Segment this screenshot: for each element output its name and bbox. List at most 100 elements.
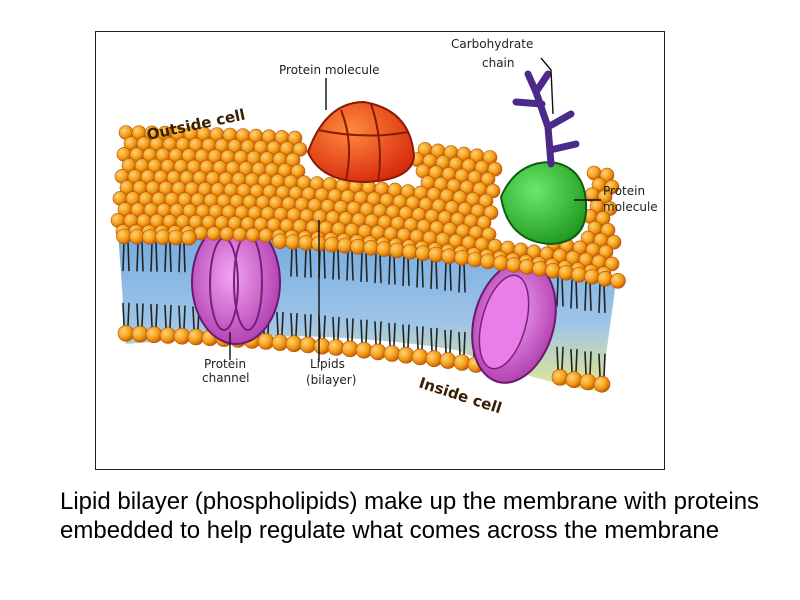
lipid-head (292, 142, 308, 157)
lipid-tail (449, 329, 452, 354)
lipid-tail (155, 242, 158, 272)
lipid-tail (365, 252, 368, 282)
lipid-tail (122, 302, 125, 327)
lipid-head (285, 335, 303, 353)
lipid-tail (379, 253, 382, 284)
lipid-head (389, 242, 405, 259)
lipid-tail (407, 256, 410, 287)
lipid-head (454, 250, 470, 266)
lipid-tail (365, 319, 368, 344)
lipid-tail (430, 259, 433, 290)
carbohydrate-chain (512, 70, 580, 168)
lipid-tail (164, 304, 167, 329)
lipid-tail (136, 241, 139, 272)
lipid-head (290, 164, 306, 179)
lipid-tail (407, 324, 410, 349)
lipid-tail (393, 255, 396, 285)
lipid-head (551, 369, 569, 386)
lipid-head (604, 256, 620, 272)
lipid-head (397, 346, 415, 364)
lipid-tail (276, 311, 279, 336)
lipid-tail (444, 261, 447, 291)
protein-molecule-right (499, 160, 588, 246)
lipid-head (545, 262, 561, 279)
lipid-tail (178, 305, 181, 330)
lipid-tail (458, 263, 461, 293)
lipid-tail (122, 241, 125, 272)
lipid-tail (556, 346, 559, 371)
lipid-tail (183, 242, 186, 273)
lipid-tail (281, 311, 284, 336)
lipid-tail (416, 258, 419, 288)
lipid-head (493, 255, 509, 271)
lipid-head (441, 248, 457, 264)
label-lipids-line2: (bilayer) (306, 373, 356, 387)
lipid-head (337, 237, 353, 254)
lipid-tail (337, 250, 340, 280)
lipid-head (341, 340, 359, 358)
lipid-tail (379, 321, 382, 345)
lipid-tail (603, 283, 606, 314)
lipid-tail (360, 319, 363, 344)
lipid-head (402, 243, 418, 260)
lipid-tail (141, 303, 144, 327)
lipid-head (257, 333, 275, 350)
lipid-head (480, 253, 496, 270)
lipid-tail (183, 305, 186, 330)
lipid-head (425, 350, 443, 368)
label-protein-molecule-right-line2: molecule (603, 200, 658, 214)
lipid-tail (192, 306, 195, 330)
lipid-tail (164, 242, 167, 272)
lipid-head (369, 343, 387, 361)
lipid-tail (561, 277, 564, 307)
lipid-head (428, 246, 444, 263)
lipid-tail (570, 279, 573, 309)
lipid-tail (402, 324, 405, 349)
lipid-tail (374, 253, 377, 284)
lipid-tail (141, 241, 144, 272)
lipid-head (173, 327, 191, 345)
protein-channel (191, 219, 281, 345)
protein-molecule-lower (471, 260, 557, 384)
lipid-head (584, 268, 600, 285)
lipid-tail (584, 351, 587, 375)
lipid-head (383, 345, 401, 362)
lipid-head (232, 227, 248, 242)
lipid-tail (589, 351, 592, 375)
label-protein-molecule-right-line1: Protein (603, 184, 645, 198)
lipid-tail (290, 247, 293, 277)
lipid-head (206, 226, 222, 241)
lipid-tail (295, 247, 298, 277)
lipid-head (376, 241, 392, 257)
lipid-tail (435, 259, 438, 290)
lipid-tail (421, 326, 424, 350)
lipid-tail (351, 318, 354, 342)
lipid-tail (374, 321, 377, 345)
lipid-tail (323, 249, 326, 279)
lipid-tail (309, 314, 312, 338)
lipid-head (131, 325, 149, 343)
lipid-head (327, 339, 345, 356)
lipid-tail (346, 251, 349, 281)
lipid-tail (323, 315, 326, 340)
lipid-tail (393, 322, 396, 347)
lipid-head (439, 352, 457, 369)
lipid-head (606, 234, 622, 250)
lipid-tail (304, 248, 307, 278)
lipid-tail (351, 251, 354, 281)
lipid-tail (402, 256, 405, 287)
lipid-head (350, 238, 366, 255)
label-lipids-line1: Lipids (310, 357, 345, 371)
lipid-head (271, 334, 289, 351)
lipid-head (245, 227, 261, 243)
lipid-head (299, 336, 317, 354)
label-protein-channel-line1: Protein (204, 357, 246, 371)
label-protein-molecule-top: Protein molecule (279, 63, 380, 77)
lipid-tail (575, 348, 578, 373)
lipid-tail (463, 263, 466, 293)
lipid-tail (136, 303, 139, 327)
lipid-head (117, 325, 135, 342)
lipid-tail (169, 304, 172, 329)
lipid-head (159, 327, 177, 344)
lipid-tail (458, 331, 461, 356)
